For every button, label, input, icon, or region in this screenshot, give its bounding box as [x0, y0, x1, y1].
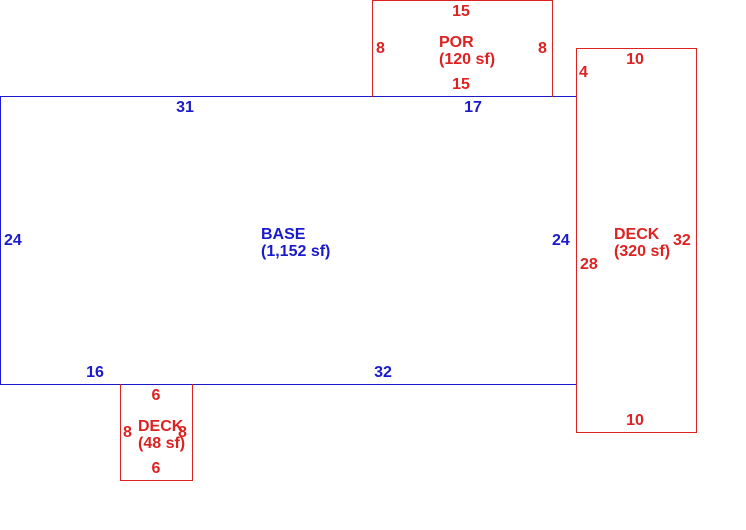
deck-bottom-dim-right: 8: [178, 424, 187, 441]
deck-right-dim-left-lower: 28: [580, 256, 598, 273]
base-dim-right: 24: [552, 232, 570, 249]
base-dim-top-left: 31: [176, 99, 194, 116]
deck-right-name: DECK: [614, 226, 660, 243]
porch-dim-right: 8: [538, 40, 547, 57]
deck-right-dim-right: 32: [673, 232, 691, 249]
deck-bottom-name: DECK: [138, 418, 184, 435]
porch-area-value: (120 sf): [439, 51, 496, 68]
porch-dim-left: 8: [376, 40, 385, 57]
base-area-value: (1,152 sf): [261, 243, 331, 260]
deck-right-dim-bottom: 10: [626, 412, 644, 429]
deck-right-area-value: (320 sf): [614, 243, 671, 260]
deck-right-area[interactable]: [576, 48, 697, 433]
porch-dim-top: 15: [452, 3, 470, 20]
porch-area[interactable]: [372, 0, 553, 97]
porch-dim-bottom: 15: [452, 76, 470, 93]
base-dim-left: 24: [4, 232, 22, 249]
deck-right-dim-left-upper: 4: [579, 64, 588, 81]
deck-bottom-dim-top: 6: [151, 387, 161, 404]
base-dim-top-right: 17: [464, 99, 482, 116]
deck-right-dim-top: 10: [626, 51, 644, 68]
deck-bottom-area-value: (48 sf): [138, 435, 186, 452]
base-dim-bottom-right: 32: [374, 364, 392, 381]
deck-bottom-dim-bottom: 6: [151, 460, 161, 477]
porch-name: POR: [439, 34, 474, 51]
deck-bottom-area[interactable]: [120, 384, 193, 481]
base-dim-bottom-left: 16: [86, 364, 104, 381]
deck-bottom-dim-left: 8: [123, 424, 132, 441]
base-name: BASE: [261, 226, 306, 243]
